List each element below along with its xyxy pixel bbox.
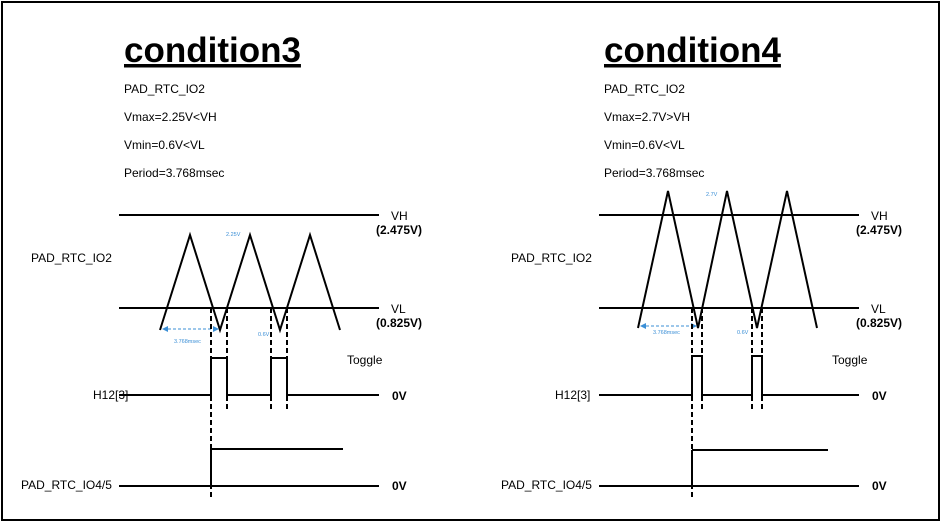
triangle-waveform — [159, 231, 341, 334]
peak-voltage-note: 2.7V — [706, 192, 718, 198]
panel-title: condition3 — [124, 31, 301, 70]
triangle-waveform — [637, 190, 818, 329]
vl-value-label: (0.825V) — [376, 316, 422, 330]
io45-zero-label: 0V — [872, 479, 887, 493]
period-note: 3.768msec — [174, 339, 201, 345]
pad-rtc-io2-label: PAD_RTC_IO2 — [511, 251, 592, 265]
vl-label: VL — [871, 302, 886, 316]
h12-zero-label: 0V — [392, 389, 407, 403]
valley-voltage-note: 0.6V — [258, 332, 270, 338]
vmax-spec: Vmax=2.25V<VH — [124, 110, 217, 124]
vl-value-label: (0.825V) — [856, 316, 902, 330]
vmax-spec: Vmax=2.7V>VH — [604, 110, 690, 124]
period-note: 3.768msec — [653, 330, 680, 336]
peak-voltage-note: 2.25V — [226, 232, 241, 238]
h12-zero-label: 0V — [872, 389, 887, 403]
vmin-spec: Vmin=0.6V<VL — [604, 138, 685, 152]
h12-label: H12[3] — [93, 388, 128, 402]
pad-rtc-io45-label: PAD_RTC_IO4/5 — [21, 478, 112, 492]
period-spec: Period=3.768msec — [604, 166, 704, 180]
vl-label: VL — [391, 302, 406, 316]
signal-name: PAD_RTC_IO2 — [124, 82, 205, 96]
pad-rtc-io2-label: PAD_RTC_IO2 — [31, 251, 112, 265]
panel-title: condition4 — [604, 31, 781, 70]
pad-rtc-io45-label: PAD_RTC_IO4/5 — [501, 478, 592, 492]
vh-value-label: (2.475V) — [856, 223, 902, 237]
signal-name: PAD_RTC_IO2 — [604, 82, 685, 96]
vh-value-label: (2.475V) — [376, 223, 422, 237]
valley-voltage-note: 0.6V — [737, 330, 749, 336]
toggle-label: Toggle — [832, 353, 868, 367]
h12-signal — [599, 355, 859, 396]
vh-label: VH — [871, 209, 888, 223]
vh-label: VH — [391, 209, 408, 223]
period-spec: Period=3.768msec — [124, 166, 224, 180]
io45-zero-label: 0V — [392, 479, 407, 493]
h12-label: H12[3] — [555, 388, 590, 402]
panel-condition4: condition4 PAD_RTC_IO2 Vmax=2.7V>VH Vmin… — [501, 31, 902, 500]
h12-signal — [119, 357, 379, 396]
toggle-label: Toggle — [347, 353, 383, 367]
vmin-spec: Vmin=0.6V<VL — [124, 138, 205, 152]
panel-condition3: condition3 PAD_RTC_IO2 Vmax=2.25V<VH Vmi… — [21, 31, 422, 500]
